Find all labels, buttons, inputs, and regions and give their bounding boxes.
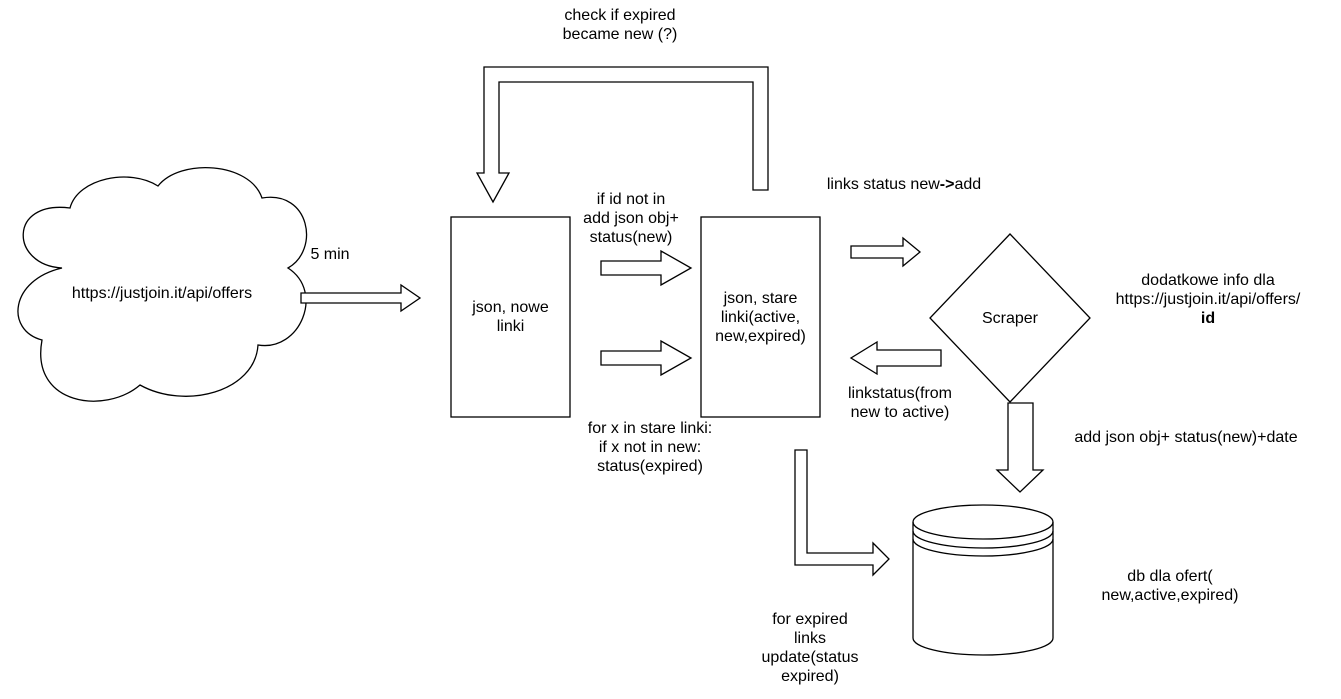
links-status-label: links status new->add	[826, 176, 982, 193]
update-label: for expired links update(status expired)	[761, 611, 859, 685]
database-rim-1	[912, 530, 1054, 549]
database-top-rim	[912, 521, 1054, 540]
arrow-cloud-to-new	[300, 283, 422, 313]
arrow-new-to-old-top	[600, 249, 693, 287]
arrow-old-to-scraper	[850, 236, 922, 268]
loop-arrow	[475, 66, 769, 204]
db-insert-label: add json obj+ status(new)+date	[1074, 429, 1298, 446]
expire-label: for x in stare linki: if x not in new: s…	[587, 420, 713, 475]
database-cylinder	[912, 504, 1054, 656]
scraper-label: Scraper	[981, 310, 1039, 327]
new-links-box-label: json, nowe linki	[472, 299, 549, 335]
arrow-scraper-to-db	[995, 402, 1045, 493]
arrow-scraper-to-old	[849, 340, 942, 376]
database-rim-2	[912, 538, 1054, 557]
arrow-old-to-db	[794, 449, 890, 577]
add-label: if id not in add json obj+ status(new)	[583, 191, 679, 246]
linkstatus-label: linkstatus(from new to active)	[847, 385, 953, 421]
old-links-box	[700, 216, 821, 418]
loop-label: check if expired became new (?)	[562, 7, 678, 43]
scraper-info-label: dodatkowe info dla https://justjoin.it/a…	[1115, 272, 1301, 327]
interval-label: 5 min	[310, 246, 350, 263]
arrow-new-to-old-bottom	[600, 339, 693, 377]
scraper-diamond	[929, 233, 1091, 403]
old-links-box-label: json, stare linki(active, new,expired)	[715, 290, 806, 345]
source-cloud-shape	[17, 167, 308, 402]
database-label: db dla ofert( new,active,expired)	[1101, 568, 1239, 604]
source-cloud-label: https://justjoin.it/api/offers	[71, 285, 253, 302]
new-links-box	[450, 216, 571, 418]
